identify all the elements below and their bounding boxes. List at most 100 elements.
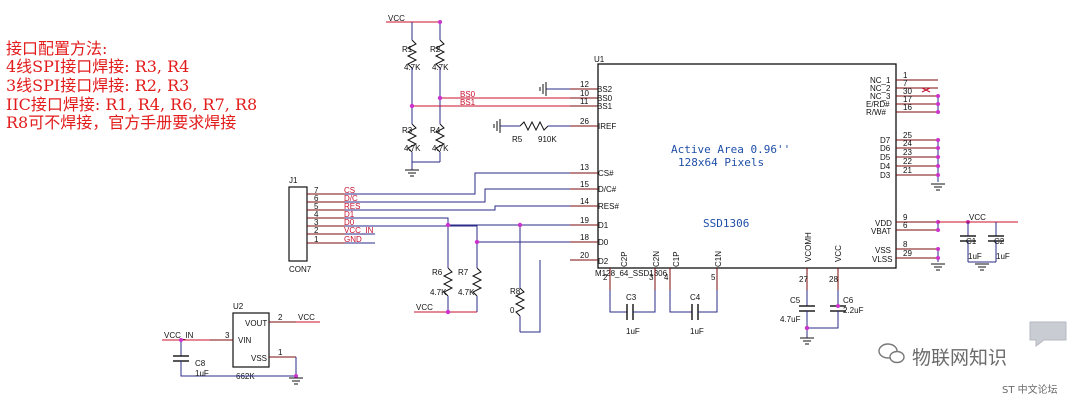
j1-net: D/C <box>344 194 358 203</box>
j1-pin-num: 3 <box>314 218 319 227</box>
u1-pin-num: 22 <box>903 157 912 166</box>
u1-pin-name: D2 <box>598 257 609 266</box>
u1-pin-num: 4 <box>664 273 669 282</box>
j1-net: GND <box>344 235 362 244</box>
u1-pin-name: NC_3 <box>870 92 891 101</box>
gnd-symbol <box>405 169 419 177</box>
u2-pin-num: 1 <box>278 348 283 357</box>
capacitor-ref: C1 <box>966 237 977 246</box>
u1-pin-name: BS0 <box>597 94 613 103</box>
bs0-net-label: BS0 <box>460 90 476 99</box>
resistor-ref: R8 <box>510 287 521 296</box>
u1-pin-name: D6 <box>880 144 891 153</box>
j1-net: D0 <box>344 218 355 227</box>
capacitor-ref: C8 <box>195 359 206 368</box>
u1-pin-num: 21 <box>903 166 912 175</box>
interface-config-line: R8可不焊接，官方手册要求焊接 <box>6 113 237 132</box>
r1 <box>406 39 418 69</box>
u1-name: SSD1306 <box>703 217 749 230</box>
u1-pin-num: 11 <box>580 97 589 106</box>
u1-pin-num: 14 <box>580 197 589 206</box>
resistor-ref: R1 <box>402 45 413 54</box>
resistor-value: 4.7K <box>404 63 421 72</box>
u1-pin-num: 23 <box>903 148 912 157</box>
u1-pin-name: CS# <box>598 169 614 178</box>
u1-bottom-pin-stubs <box>609 268 839 290</box>
capacitor-value: 2.2uF <box>843 306 864 315</box>
capacitor-value: 4.7uF <box>780 315 801 324</box>
capacitor-value: 1uF <box>996 252 1010 261</box>
u1-pin-num: 28 <box>829 275 838 284</box>
u1-pin-name: D3 <box>880 171 891 180</box>
watermark-sub: ST 中文论坛 <box>1002 385 1058 396</box>
u2-pin-num: 2 <box>278 313 283 322</box>
resistor-ref: R4 <box>430 126 441 135</box>
resistor-ref: R6 <box>432 268 443 277</box>
u1-pin-name: NC_2 <box>870 84 891 93</box>
u1-pin-name: BS1 <box>597 102 613 111</box>
j1-junctions <box>445 222 523 315</box>
u2-pin-name: VSS <box>251 354 267 363</box>
j1-pin-num: 7 <box>314 186 319 195</box>
u1-pin-name: D0 <box>598 238 609 247</box>
u1-pin-name: E/RD# <box>866 100 890 109</box>
c4: C4 1uF <box>669 290 718 336</box>
u1-pin-num: 3 <box>649 273 654 282</box>
u2-pin-name: VOUT <box>245 319 267 328</box>
u1-pin-num: 5 <box>711 273 716 282</box>
capacitor-value: 1uF <box>968 252 982 261</box>
active-area-line2: 128x64 Pixels <box>678 156 764 169</box>
u2-ref: U2 <box>233 302 244 311</box>
u1-pin-name: C1N <box>714 251 723 267</box>
u1-pin-name: C1P <box>672 251 681 267</box>
interface-config-line: IIC接口焊接: R1, R4, R6, R7, R8 <box>6 95 258 114</box>
resistor-ref: R2 <box>430 45 441 54</box>
j1-pin-num: 1 <box>314 235 319 244</box>
resistor-value: 4.7K <box>430 288 447 297</box>
capacitor-ref: C2 <box>994 237 1005 246</box>
resistor-value: 0 <box>510 306 515 315</box>
c5: C5 4.7uF <box>780 290 815 338</box>
u1-pin-num: 13 <box>580 163 589 172</box>
r4 <box>434 123 446 153</box>
r7 <box>471 267 483 297</box>
j1-pin-num: 6 <box>314 194 319 203</box>
u1-pin-name: VBAT <box>871 227 891 236</box>
r5-ref: R5 <box>512 135 523 144</box>
j1-net: CS <box>344 186 355 195</box>
r5-value: 910K <box>538 135 557 144</box>
capacitor-value: 1uF <box>195 369 209 378</box>
u1-pin-name: D5 <box>880 153 891 162</box>
u1-pin-name: R/W# <box>866 108 887 117</box>
u1-pin-num: 16 <box>903 103 912 112</box>
j1-net: VCC_IN <box>344 226 374 235</box>
vcc-label: VCC <box>388 14 405 23</box>
r5: R5 910K <box>493 119 570 144</box>
j1-connector: J1 CON7 <box>288 176 312 274</box>
vcc-label: VCC <box>969 213 986 222</box>
u2-regulator: U2 662K VIN VOUT VSS 3 2 1 <box>225 302 283 381</box>
u1-pin-name: VSS <box>875 246 891 255</box>
j1-net: D1 <box>344 210 355 219</box>
resistor-ref: R7 <box>458 268 469 277</box>
u1-pin-num: 24 <box>903 139 912 148</box>
u1-pin-num: 7 <box>903 79 908 88</box>
active-area-line1: Active Area 0.96'' <box>671 143 790 156</box>
vcc-in-label: VCC_IN <box>164 331 194 340</box>
u1-pin-num: 12 <box>580 80 589 89</box>
c1: C1 1uF <box>960 222 982 262</box>
j1-ref: J1 <box>289 176 298 185</box>
vcc-label: VCC <box>298 313 315 322</box>
capacitor-ref: C5 <box>790 296 801 305</box>
r6-r8-wires <box>447 225 521 332</box>
u1-pin-name: VCC <box>834 245 843 262</box>
bs0-bs1-nets <box>412 97 570 107</box>
u2-pin-num: 3 <box>225 331 230 340</box>
u1-pin-num: 2 <box>603 273 608 282</box>
u1-pin-num: 6 <box>903 221 908 230</box>
u1-pin-num: 30 <box>903 87 912 96</box>
capacitor-ref: C4 <box>690 293 701 302</box>
u2-pin-name: VIN <box>238 336 252 345</box>
resistor-ref: R3 <box>402 126 413 135</box>
